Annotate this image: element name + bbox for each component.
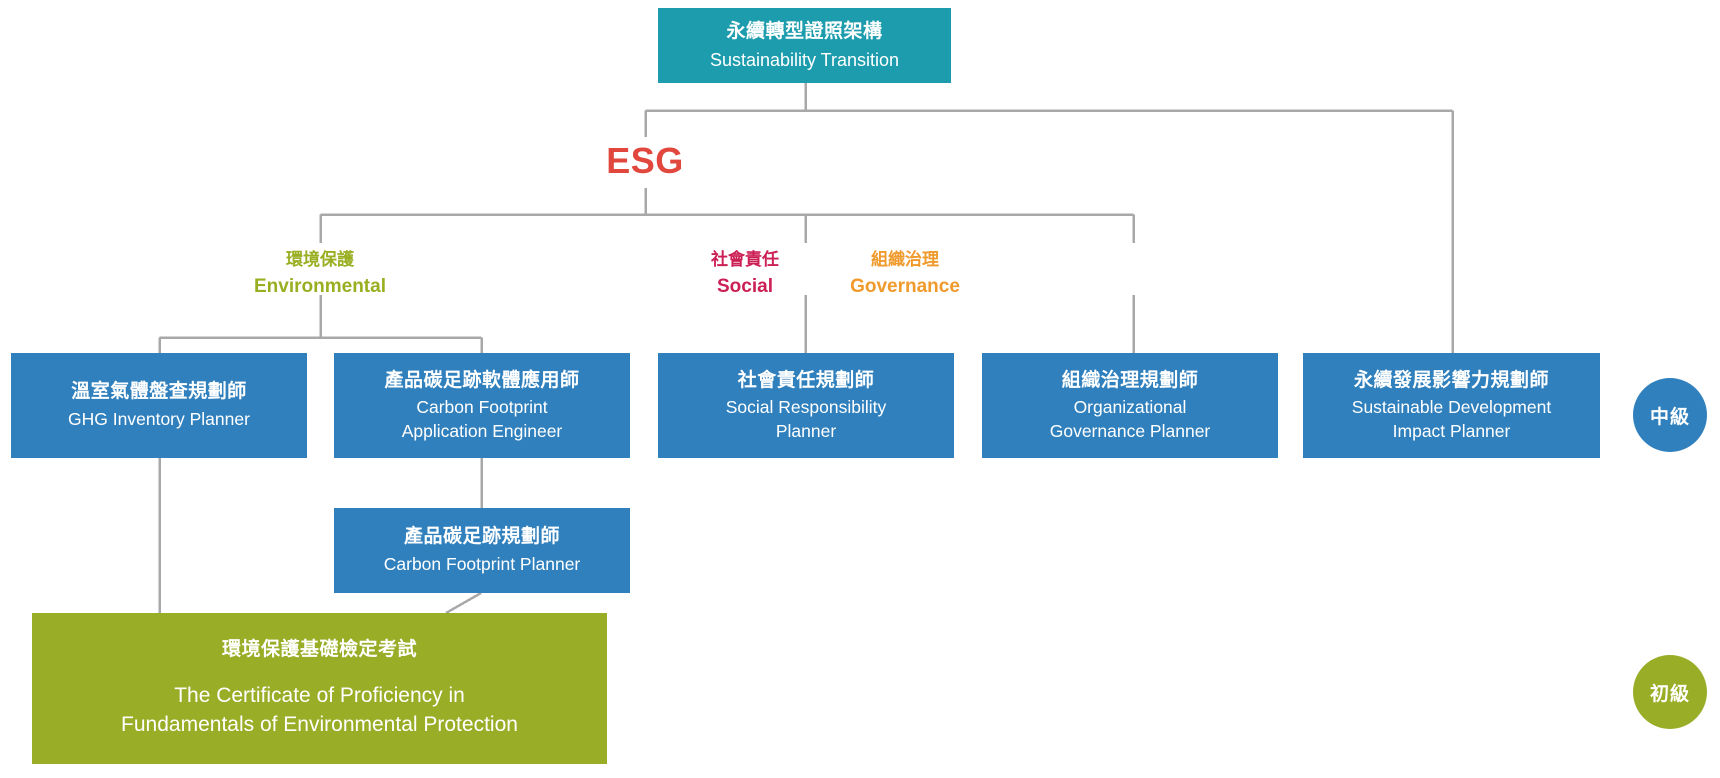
- pillar-label-social: 社會責任 Social: [615, 248, 875, 300]
- card-environmental-protection-exam[interactable]: 環境保護基礎檢定考試 The Certificate of Proficienc…: [32, 613, 607, 764]
- badge-level-intermediate: 中級: [1633, 378, 1707, 452]
- card-ghg-title-zh: 溫室氣體盤查規劃師: [71, 381, 247, 403]
- card-ogp-title-en-line1: Organizational: [1073, 397, 1187, 418]
- card-ghg-inventory-planner[interactable]: 溫室氣體盤查規劃師 GHG Inventory Planner: [11, 353, 307, 458]
- root-node-sustainability-transition[interactable]: 永續轉型證照架構 Sustainability Transition: [658, 8, 951, 83]
- card-carbon-footprint-planner[interactable]: 產品碳足跡規劃師 Carbon Footprint Planner: [334, 508, 630, 593]
- card-sdip-title-en-line2: Impact Planner: [1392, 420, 1511, 441]
- card-ogp-title-zh: 組織治理規劃師: [1061, 369, 1199, 391]
- badge-level-basic: 初級: [1633, 655, 1707, 729]
- card-exam-title-zh: 環境保護基礎檢定考試: [221, 638, 417, 660]
- card-cfae-title-en-line2: Application Engineer: [401, 420, 563, 441]
- card-cfp-title-zh: 產品碳足跡規劃師: [403, 526, 560, 548]
- root-node-title-en: Sustainability Transition: [709, 50, 900, 71]
- root-node-title-zh: 永續轉型證照架構: [726, 20, 883, 42]
- pillar-social-en: Social: [717, 275, 773, 297]
- card-organizational-governance-planner[interactable]: 組織治理規劃師 Organizational Governance Planne…: [982, 353, 1278, 458]
- badge-intermediate-label: 中級: [1649, 406, 1690, 428]
- pillar-governance-zh: 組織治理: [871, 250, 939, 269]
- card-sustainable-development-impact-planner[interactable]: 永續發展影響力規劃師 Sustainable Development Impac…: [1303, 353, 1600, 458]
- card-cfp-title-en: Carbon Footprint Planner: [383, 554, 581, 574]
- pillar-label-governance: 組織治理 Governance: [775, 248, 1035, 300]
- card-sdip-title-en-line1: Sustainable Development: [1351, 397, 1552, 418]
- card-carbon-footprint-application-engineer[interactable]: 產品碳足跡軟體應用師 Carbon Footprint Application …: [334, 353, 630, 458]
- pillar-environmental-zh: 環境保護: [286, 250, 354, 269]
- card-srp-title-zh: 社會責任規劃師: [737, 369, 875, 391]
- pillar-environmental-en: Environmental: [254, 275, 386, 297]
- card-ogp-title-en-line2: Governance Planner: [1049, 420, 1211, 441]
- pillar-social-zh: 社會責任: [711, 250, 779, 269]
- card-srp-title-en-line1: Social Responsibility: [725, 397, 887, 418]
- line-cfp-to-exam: [445, 591, 482, 615]
- card-social-responsibility-planner[interactable]: 社會責任規劃師 Social Responsibility Planner: [658, 353, 954, 458]
- card-srp-title-en-line2: Planner: [775, 420, 837, 441]
- card-cfae-title-zh: 產品碳足跡軟體應用師: [384, 369, 580, 391]
- esg-label: ESG: [606, 140, 684, 181]
- pillar-governance-en: Governance: [850, 275, 960, 297]
- badge-basic-label: 初級: [1649, 683, 1690, 705]
- card-ghg-title-en: GHG Inventory Planner: [68, 409, 250, 429]
- card-cfae-title-en-line1: Carbon Footprint: [416, 397, 548, 418]
- card-exam-title-en-line2: Fundamentals of Environmental Protection: [121, 713, 518, 737]
- card-exam-title-en-line1: The Certificate of Proficiency in: [174, 683, 465, 707]
- pillar-label-environmental: 環境保護 Environmental: [190, 248, 450, 300]
- card-sdip-title-zh: 永續發展影響力規劃師: [1353, 369, 1549, 391]
